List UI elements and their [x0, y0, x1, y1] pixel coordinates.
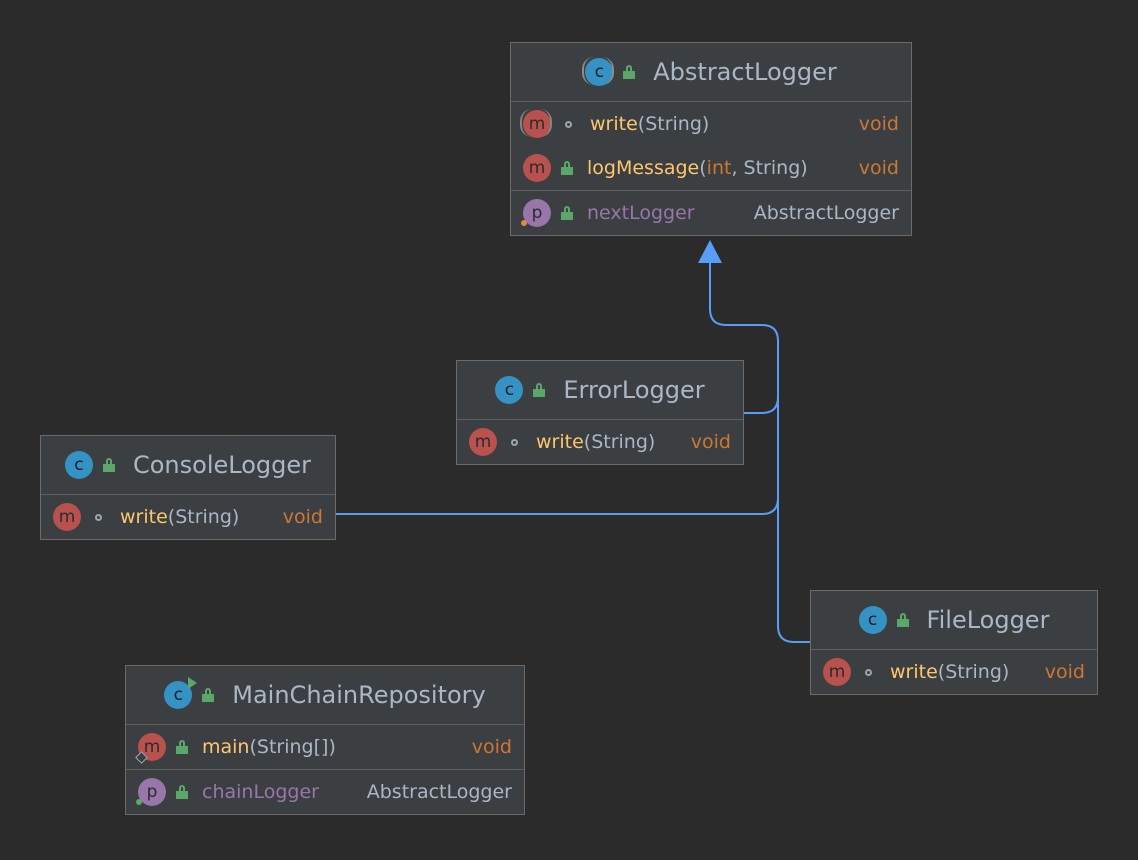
inheritance-arrowhead	[698, 240, 722, 263]
method-icon: m	[53, 503, 81, 531]
method-name: write	[890, 661, 938, 683]
method-params: String	[591, 431, 648, 453]
class-header: c MainChainRepository	[126, 666, 524, 725]
public-visibility-icon	[561, 206, 573, 220]
method-name: logMessage	[587, 157, 700, 179]
class-consolelogger[interactable]: c ConsoleLogger m write(String) void	[40, 435, 336, 540]
methods-section: m write(String) void m logMessage(int, S…	[511, 102, 911, 191]
method-return-type: void	[690, 431, 731, 453]
method-row[interactable]: m write(String) void	[457, 420, 743, 464]
method-name: write	[536, 431, 584, 453]
package-private-visibility-icon	[865, 668, 872, 676]
method-return-type: void	[471, 736, 512, 758]
method-row[interactable]: m write(String) void	[511, 102, 911, 146]
field-row[interactable]: p chainLogger AbstractLogger	[126, 770, 524, 814]
field-name: chainLogger	[202, 781, 319, 803]
method-params: String	[645, 113, 702, 135]
method-row[interactable]: m main(String[]) void	[126, 725, 524, 769]
public-visibility-icon	[533, 383, 546, 397]
public-visibility-icon	[561, 161, 573, 175]
fields-section: p chainLogger AbstractLogger	[126, 770, 524, 814]
method-icon: m	[823, 658, 851, 686]
method-icon: m	[523, 154, 551, 182]
methods-section: m write(String) void	[457, 420, 743, 464]
runnable-class-icon: c	[164, 677, 198, 709]
class-mainchainrepository[interactable]: c MainChainRepository m main(String[]) v…	[125, 665, 525, 815]
class-icon: c	[64, 451, 93, 479]
method-return-type: void	[1044, 661, 1085, 683]
method-row[interactable]: m write(String) void	[41, 495, 335, 539]
static-property-icon: p	[136, 778, 166, 806]
package-private-visibility-icon	[95, 513, 102, 521]
method-return-type: void	[858, 113, 899, 135]
method-name: main	[202, 736, 250, 758]
methods-section: m main(String[]) void	[126, 725, 524, 770]
class-header: c ConsoleLogger	[41, 436, 335, 495]
fields-section: p nextLogger AbstractLogger	[511, 191, 911, 235]
class-header: c FileLogger	[811, 591, 1097, 650]
class-header: c ErrorLogger	[457, 361, 743, 420]
public-visibility-icon	[202, 688, 215, 702]
methods-section: m write(String) void	[41, 495, 335, 539]
class-name: ConsoleLogger	[132, 451, 311, 479]
edge-filelogger-to-abstractlogger[interactable]	[777, 498, 810, 643]
class-icon: c	[858, 606, 887, 634]
class-header: c AbstractLogger	[511, 43, 911, 102]
method-param-keyword: int	[706, 157, 732, 179]
class-name: FileLogger	[926, 606, 1050, 634]
method-name: write	[590, 113, 638, 135]
methods-section: m write(String) void	[811, 650, 1097, 694]
method-return-type: void	[858, 157, 899, 179]
class-name: MainChainRepository	[232, 681, 486, 709]
method-name: write	[120, 506, 168, 528]
field-type: AbstractLogger	[366, 781, 512, 803]
class-name: AbstractLogger	[653, 58, 837, 86]
method-params: String	[743, 157, 801, 179]
package-private-visibility-icon	[565, 120, 572, 128]
method-icon: m	[469, 428, 497, 456]
method-params: String	[945, 661, 1002, 683]
property-icon: p	[521, 199, 551, 227]
method-row[interactable]: m logMessage(int, String) void	[511, 146, 911, 190]
method-return-type: void	[282, 506, 323, 528]
public-visibility-icon	[896, 613, 909, 627]
field-row[interactable]: p nextLogger AbstractLogger	[511, 191, 911, 235]
class-errorlogger[interactable]: c ErrorLogger m write(String) void	[456, 360, 744, 465]
method-params: String[]	[256, 736, 329, 758]
field-name: nextLogger	[587, 202, 695, 224]
public-visibility-icon	[176, 785, 188, 799]
method-row[interactable]: m write(String) void	[811, 650, 1097, 694]
static-method-icon: m	[135, 733, 166, 764]
class-name: ErrorLogger	[563, 376, 705, 404]
field-type: AbstractLogger	[753, 202, 899, 224]
public-visibility-icon	[176, 740, 188, 754]
public-visibility-icon	[623, 65, 636, 79]
method-params: String	[175, 506, 232, 528]
public-visibility-icon	[102, 458, 115, 472]
class-filelogger[interactable]: c FileLogger m write(String) void	[810, 590, 1098, 695]
class-abstractlogger[interactable]: c AbstractLogger m write(String) void m …	[510, 42, 912, 236]
abstract-method-icon: m	[520, 109, 552, 138]
package-private-visibility-icon	[511, 438, 518, 446]
abstract-class-icon: c	[582, 57, 615, 86]
class-icon: c	[495, 376, 524, 404]
